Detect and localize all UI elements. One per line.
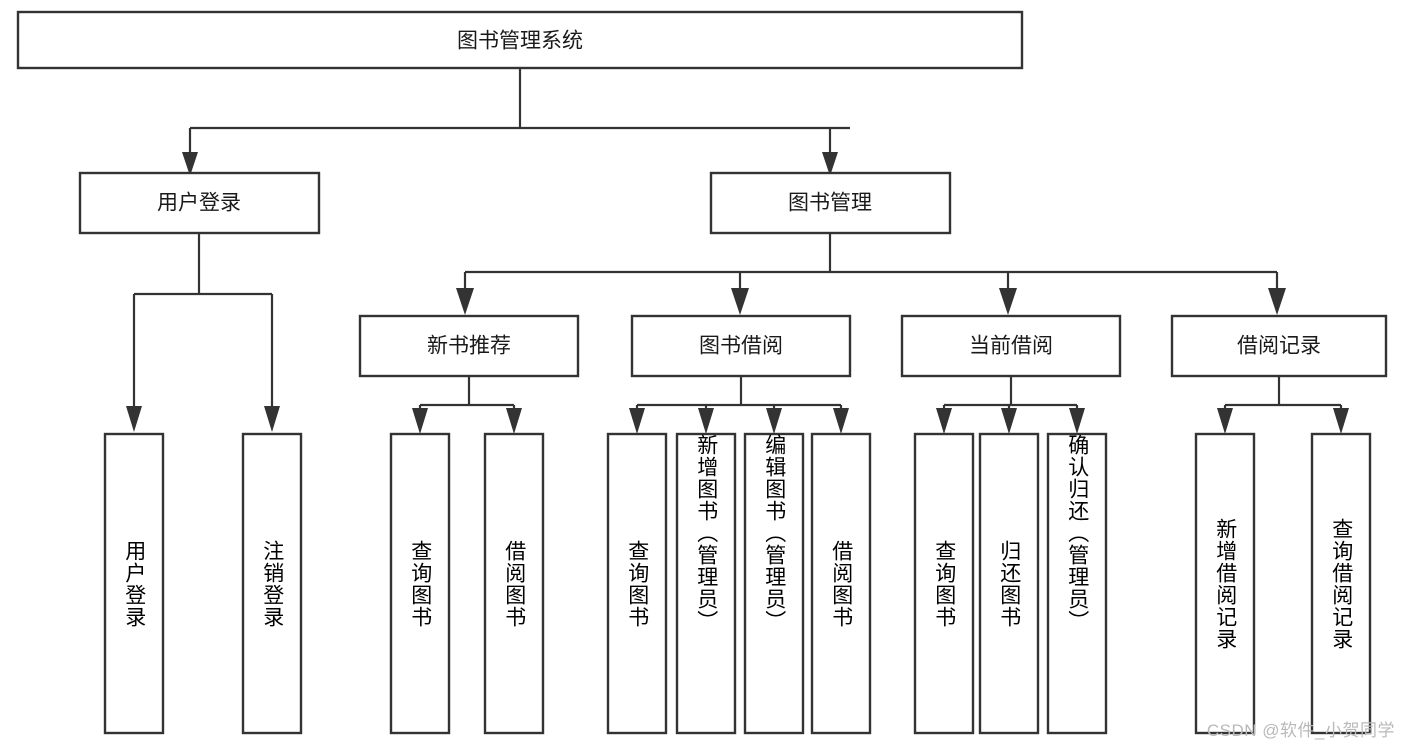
connector-borrowrecord-to-leaves xyxy=(1217,376,1349,434)
node-root-label: 图书管理系统 xyxy=(457,30,583,53)
node-leaf-query-book-3[interactable] xyxy=(913,432,975,735)
node-current-borrow-label: 当前借阅 xyxy=(969,335,1053,358)
node-root[interactable]: 图书管理系统 xyxy=(16,10,1024,70)
node-book-manage[interactable]: 图书管理 xyxy=(709,171,952,235)
node-borrow-record-label: 借阅记录 xyxy=(1237,335,1321,358)
connector-newbook-to-leaves xyxy=(412,376,522,434)
node-leaf-borrow-book-1[interactable] xyxy=(483,432,545,735)
node-leaf-query-book-2[interactable] xyxy=(606,432,668,735)
node-book-borrow-label: 图书借阅 xyxy=(699,335,783,358)
node-book-borrow[interactable]: 图书借阅 xyxy=(630,314,852,378)
node-book-manage-label: 图书管理 xyxy=(788,192,872,215)
connector-currentborrow-to-leaves xyxy=(936,376,1085,434)
node-leaf-query-book-1[interactable] xyxy=(389,432,451,735)
connector-bookmanage-to-level2 xyxy=(456,233,1286,315)
node-user-login[interactable]: 用户登录 xyxy=(78,171,321,235)
node-leaf-borrow-book-2[interactable] xyxy=(810,432,872,735)
node-leaf-user-login[interactable] xyxy=(103,432,165,735)
node-user-login-label: 用户登录 xyxy=(157,192,241,215)
node-leaf-logout[interactable] xyxy=(241,432,303,735)
node-leaf-query-record[interactable] xyxy=(1310,432,1372,735)
node-new-book-rec[interactable]: 新书推荐 xyxy=(358,314,580,378)
node-leaf-return-book[interactable] xyxy=(978,432,1040,735)
node-current-borrow[interactable]: 当前借阅 xyxy=(900,314,1122,378)
connector-bookborrow-to-leaves xyxy=(629,376,849,434)
node-leaf-add-book[interactable] xyxy=(675,432,737,735)
watermark-text: CSDN @软件_小贺同学 xyxy=(1206,721,1395,740)
connector-root-to-level1 xyxy=(182,68,850,176)
node-leaf-edit-book[interactable] xyxy=(743,432,805,735)
node-leaf-add-record[interactable] xyxy=(1194,432,1256,735)
node-new-book-rec-label: 新书推荐 xyxy=(427,335,511,358)
node-leaf-confirm-return[interactable] xyxy=(1046,432,1108,735)
node-borrow-record[interactable]: 借阅记录 xyxy=(1170,314,1388,378)
connector-userlogin-to-leaves xyxy=(126,233,280,432)
